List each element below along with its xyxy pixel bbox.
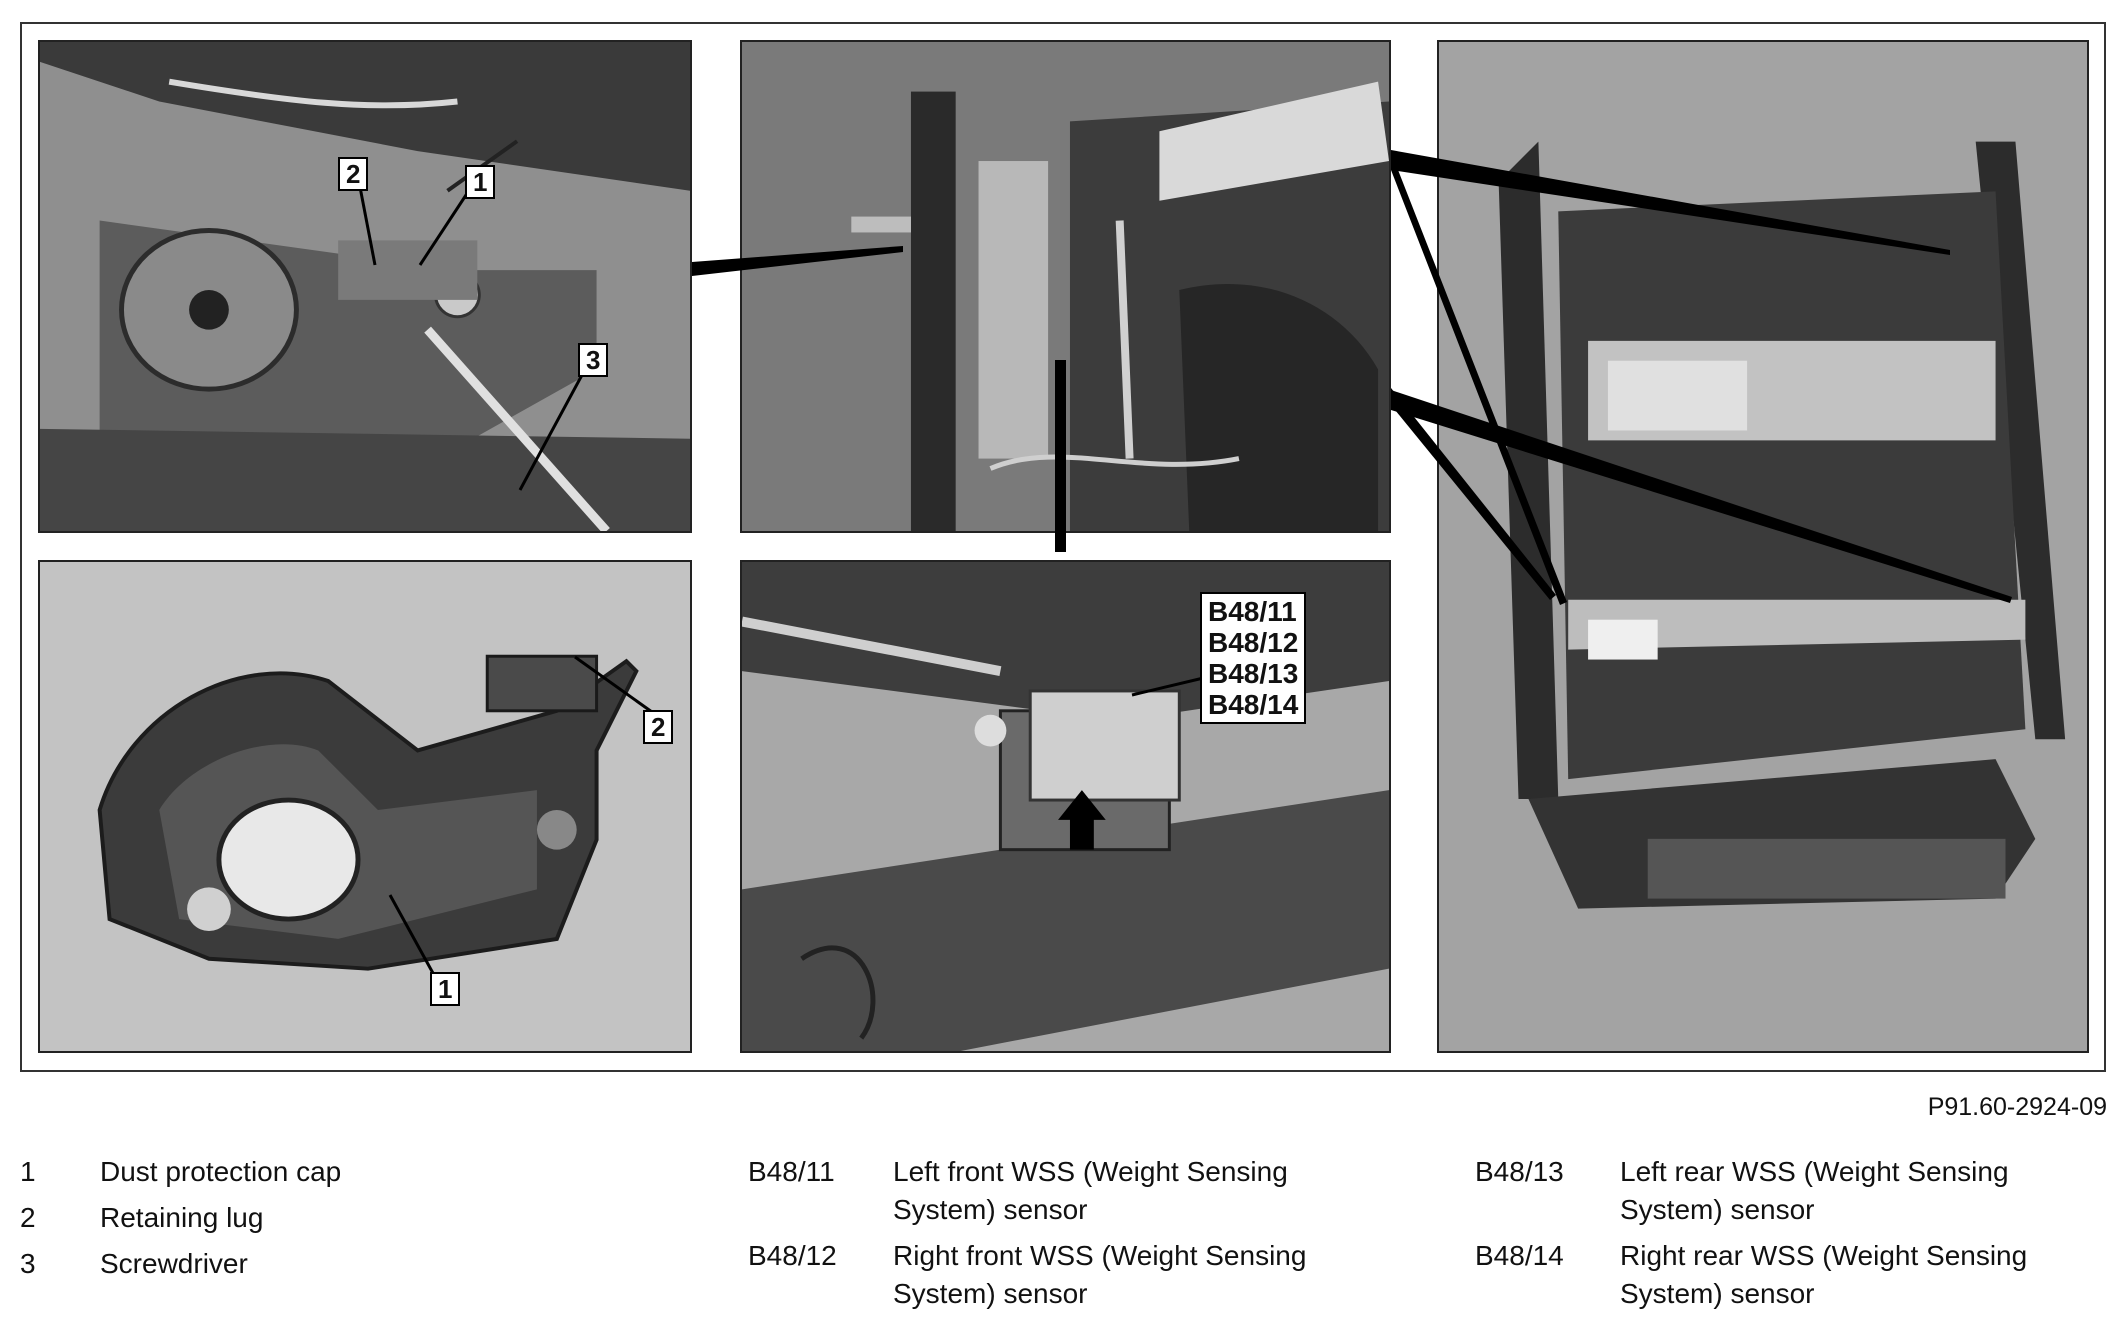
legend-text: Screwdriver bbox=[100, 1248, 248, 1279]
photo-sensor-location bbox=[740, 40, 1391, 533]
legend-text: Retaining lug bbox=[100, 1202, 264, 1233]
legend-key: 3 bbox=[20, 1248, 36, 1279]
callout-2-bottom: 2 bbox=[643, 710, 674, 744]
legend-column-3: B48/13 Left rear WSS (Weight Sensing Sys… bbox=[1475, 1153, 2095, 1313]
legend-item: B48/12 Right front WSS (Weight Sensing S… bbox=[748, 1237, 1348, 1313]
legend-item: 3 Screwdriver bbox=[20, 1245, 660, 1283]
callout-1-top: 1 bbox=[465, 165, 496, 199]
callout-b48-13: B48/13 bbox=[1208, 658, 1299, 689]
legend-column-1: 1 Dust protection cap 2 Retaining lug 3 … bbox=[20, 1153, 660, 1283]
legend-item: 1 Dust protection cap bbox=[20, 1153, 660, 1191]
legend-key: 2 bbox=[20, 1202, 36, 1233]
legend-item: B48/11 Left front WSS (Weight Sensing Sy… bbox=[748, 1153, 1348, 1229]
legend-text: Left rear WSS (Weight Sensing System) se… bbox=[1620, 1156, 2009, 1225]
callout-3-top: 3 bbox=[578, 343, 609, 377]
legend-text: Dust protection cap bbox=[100, 1156, 342, 1187]
legend-text: Right rear WSS (Weight Sensing System) s… bbox=[1620, 1240, 2028, 1309]
legend-item: B48/13 Left rear WSS (Weight Sensing Sys… bbox=[1475, 1153, 2095, 1229]
legend-item: 2 Retaining lug bbox=[20, 1199, 660, 1237]
legend-text: Right front WSS (Weight Sensing System) … bbox=[893, 1240, 1307, 1309]
legend-text: Left front WSS (Weight Sensing System) s… bbox=[893, 1156, 1288, 1225]
legend-column-2: B48/11 Left front WSS (Weight Sensing Sy… bbox=[748, 1153, 1348, 1313]
reference-code: P91.60-2924-09 bbox=[1927, 1093, 2107, 1121]
callout-sensor-group: B48/11 B48/12 B48/13 B48/14 bbox=[1200, 592, 1307, 724]
legend-key: 1 bbox=[20, 1156, 36, 1187]
legend-key: B48/14 bbox=[1475, 1240, 1564, 1271]
photo-cap-removal bbox=[38, 40, 692, 533]
callout-2-top: 2 bbox=[338, 157, 369, 191]
photo-seat-frame bbox=[1437, 40, 2089, 1053]
legend-item: B48/14 Right rear WSS (Weight Sensing Sy… bbox=[1475, 1237, 2095, 1313]
callout-b48-12: B48/12 bbox=[1208, 627, 1299, 658]
callout-1-bottom: 1 bbox=[430, 972, 461, 1006]
photo-cap-detail bbox=[38, 560, 692, 1053]
legend-key: B48/13 bbox=[1475, 1156, 1564, 1187]
callout-b48-14: B48/14 bbox=[1208, 689, 1299, 720]
legend-key: B48/12 bbox=[748, 1240, 837, 1271]
legend-key: B48/11 bbox=[748, 1156, 835, 1187]
callout-b48-11: B48/11 bbox=[1208, 596, 1297, 627]
